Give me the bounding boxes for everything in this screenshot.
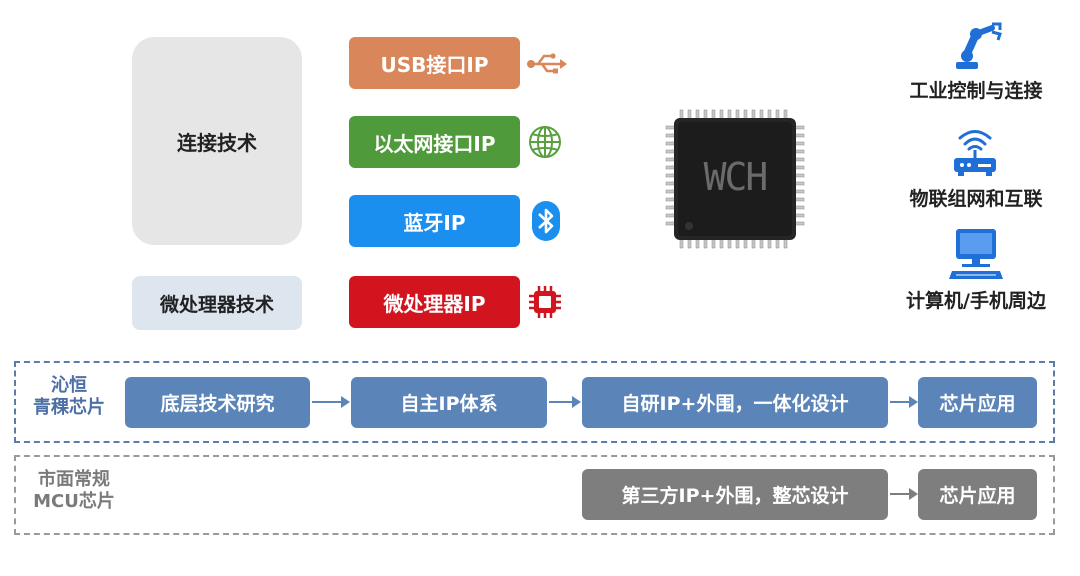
microprocessor-tech-label: 微处理器技术 — [159, 293, 274, 316]
connectivity-tech-label: 连接技术 — [177, 130, 257, 155]
flow-step-own-ip-text: 自主IP体系 — [400, 393, 498, 415]
wch-flow-container — [14, 361, 1055, 443]
arrow-icon — [311, 393, 351, 411]
microprocessor-tech-box: 微处理器技术 — [132, 276, 302, 330]
market-row-label: 市面常规 MCU芯片 — [18, 469, 130, 519]
ethernet-ip-block: 以太网接口IP — [349, 116, 520, 168]
wch-row-label-line1: 沁恒 — [51, 375, 87, 396]
usb-icon — [526, 50, 568, 78]
arrow-icon — [889, 393, 919, 411]
bluetooth-ip-label: 蓝牙IP — [403, 210, 466, 235]
router-icon — [948, 128, 1002, 178]
flow-step-research-text: 底层技术研究 — [160, 393, 275, 415]
wch-row-label: 沁恒 青稞芯片 — [18, 375, 120, 425]
wch-row-label-line2: 青稞芯片 — [33, 397, 105, 418]
flow-step-chip-application: 芯片应用 — [918, 377, 1037, 428]
flow-step-market-chip-application: 芯片应用 — [918, 469, 1037, 520]
flow-step-integrated-design-text: 自研IP+外围，一体化设计 — [621, 393, 849, 415]
bluetooth-ip-block: 蓝牙IP — [349, 195, 520, 247]
market-row-label-line2: MCU芯片 — [33, 491, 115, 512]
ethernet-ip-label: 以太网接口IP — [373, 131, 496, 156]
bluetooth-icon — [531, 200, 561, 242]
flow-step-integrated-design: 自研IP+外围，一体化设计 — [582, 377, 888, 428]
market-row-label-line1: 市面常规 — [38, 469, 110, 490]
flow-step-market-chip-application-text: 芯片应用 — [939, 485, 1016, 507]
flow-step-research: 底层技术研究 — [125, 377, 310, 428]
arrow-icon — [548, 393, 582, 411]
app-computer-label: 计算机/手机周边 — [880, 286, 1072, 312]
flow-step-own-ip: 自主IP体系 — [351, 377, 547, 428]
app-industrial-text: 工业控制与连接 — [909, 79, 1043, 102]
usb-ip-label: USB接口IP — [380, 52, 489, 77]
connectivity-tech-box: 连接技术 — [132, 37, 302, 245]
computer-icon — [948, 227, 1004, 281]
usb-ip-block: USB接口IP — [349, 37, 520, 89]
chip-marking: WCH — [704, 155, 767, 199]
wch-chip-image: WCH — [664, 106, 806, 252]
app-computer-text: 计算机/手机周边 — [906, 289, 1046, 312]
chip-icon — [527, 284, 563, 320]
flow-step-chip-application-text: 芯片应用 — [939, 393, 1016, 415]
arrow-icon — [889, 485, 919, 503]
flow-step-third-party-design-text: 第三方IP+外围，整芯设计 — [621, 485, 849, 507]
robot-arm-icon — [948, 20, 1004, 72]
microprocessor-ip-block: 微处理器IP — [349, 276, 520, 328]
app-iot-text: 物联组网和互联 — [909, 187, 1043, 210]
globe-icon — [527, 124, 563, 160]
market-flow-container — [14, 455, 1055, 535]
microprocessor-ip-label: 微处理器IP — [383, 291, 486, 316]
app-iot-label: 物联组网和互联 — [880, 184, 1072, 210]
flow-step-third-party-design: 第三方IP+外围，整芯设计 — [582, 469, 888, 520]
app-industrial-label: 工业控制与连接 — [880, 76, 1072, 102]
